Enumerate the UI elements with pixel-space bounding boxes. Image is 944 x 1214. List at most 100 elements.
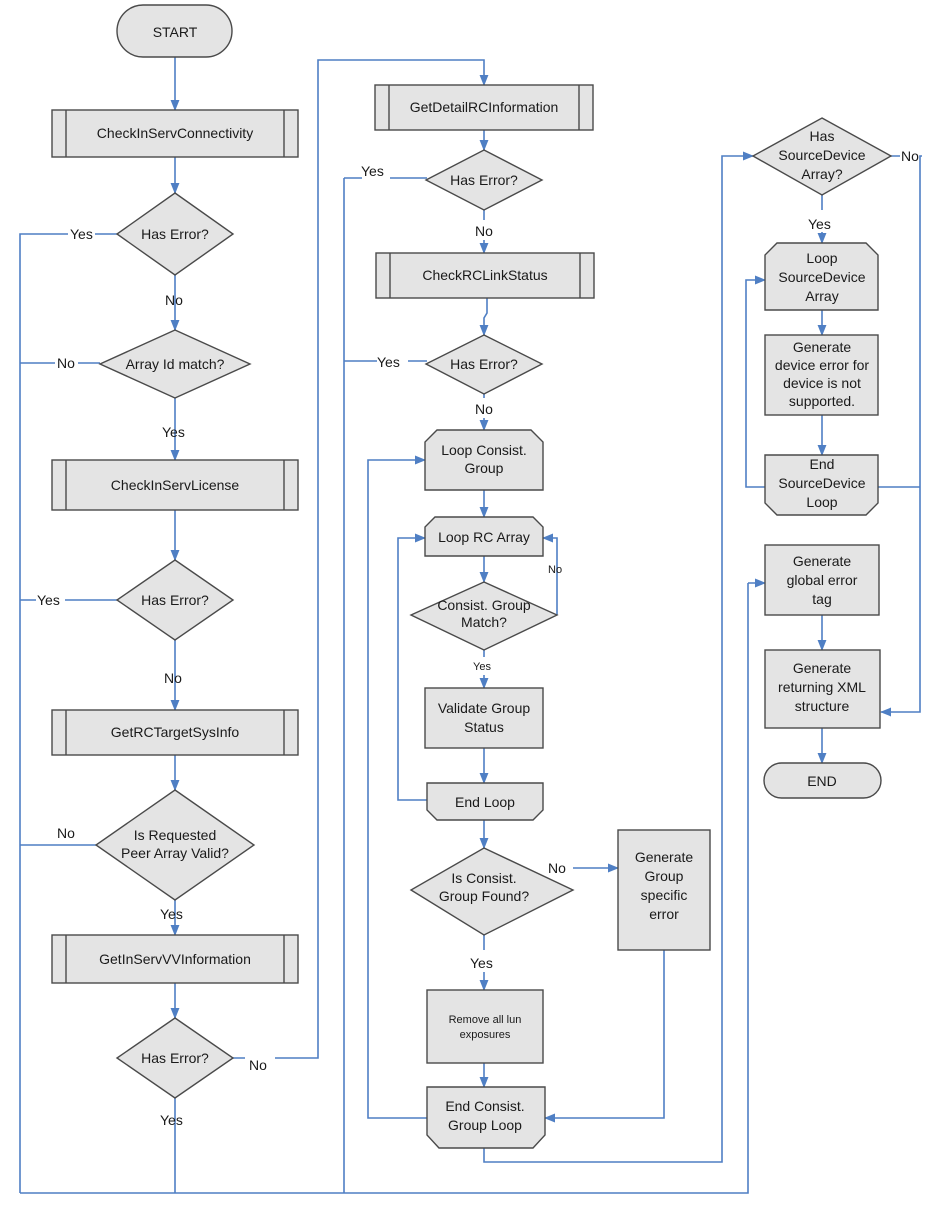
end-consist-group-loop-label-2: Group Loop: [448, 1117, 522, 1133]
loop-source-device-label-2: SourceDevice: [778, 269, 865, 285]
edge-labels: Yes No No Yes Yes No No Yes No Yes Yes N…: [37, 148, 919, 1128]
edge-grouperror-to-endcg: [543, 950, 665, 1123]
generate-returning-xml-process: [764, 649, 881, 729]
generate-group-error-label-1: Generate: [635, 849, 694, 865]
generate-device-error-process: [764, 334, 879, 416]
generate-global-error-tag-process: [764, 544, 880, 616]
is-consist-group-found-decision: [409, 847, 575, 936]
has-error-5-decision: [424, 334, 544, 395]
generate-device-error-label-1: Generate: [793, 339, 852, 355]
check-inserv-connectivity-process: CheckInServConnectivity: [51, 109, 299, 158]
edge-label-no: No: [475, 223, 493, 239]
loop-source-device-label-1: Loop: [806, 250, 837, 266]
check-inserv-license-label: CheckInServLicense: [111, 477, 240, 493]
edge-haserror1-yes: [19, 233, 118, 1193]
remove-lun-label-1: Remove all lun: [449, 1014, 522, 1026]
edge-haserror3-no: [233, 59, 484, 1059]
has-error-4-decision: [424, 149, 544, 211]
edge-label-yes: Yes: [361, 163, 384, 179]
start-label: START: [153, 24, 198, 40]
array-id-match-label: Array Id match?: [126, 356, 225, 372]
has-source-device-label-3: Array?: [801, 166, 842, 182]
remove-all-lun-exposures-process: [426, 989, 544, 1064]
edge-label-no: No: [548, 860, 566, 876]
edge-label-no: No: [901, 148, 919, 164]
end-consist-group-loop-label-1: End Consist.: [445, 1098, 524, 1114]
validate-group-status-process: [424, 687, 544, 749]
loop-rc-array-shape: [424, 516, 544, 557]
has-error-2-decision: [115, 559, 235, 641]
edge-label-no: No: [165, 292, 183, 308]
end-terminal: [763, 762, 882, 799]
get-inserv-vv-information-process: GetInServVVInformation: [51, 934, 299, 984]
edge-endcg-to-col3: [483, 151, 755, 1163]
edge-endsource-back: [745, 275, 767, 488]
check-rc-link-status-label: CheckRCLinkStatus: [422, 267, 547, 283]
has-error-1-decision: [115, 192, 235, 276]
end-label: END: [807, 773, 837, 789]
has-source-device-array-decision: [751, 117, 893, 196]
end-source-device-loop-shape: [764, 454, 879, 516]
end-source-device-label-2: SourceDevice: [778, 475, 865, 491]
get-detail-rc-information-label: GetDetailRCInformation: [410, 99, 559, 115]
check-rc-link-status-process: CheckRCLinkStatus: [375, 252, 595, 299]
generate-group-error-label-3: specific: [641, 887, 688, 903]
get-rc-target-sys-info-process: GetRCTargetSysInfo: [51, 709, 299, 756]
get-rc-target-sys-info-label: GetRCTargetSysInfo: [111, 724, 240, 740]
edge-label-yes: Yes: [473, 661, 491, 673]
edge-label-yes: Yes: [470, 955, 493, 971]
edge-label-yes: Yes: [37, 592, 60, 608]
nodes: START CheckInServConnectivity Has Error?…: [51, 4, 893, 1149]
has-source-device-label-2: SourceDevice: [778, 147, 865, 163]
edge-label-no: No: [249, 1057, 267, 1073]
has-error-4-label: Has Error?: [450, 172, 518, 188]
edge-label-no: No: [57, 825, 75, 841]
edge-endcg-back: [367, 455, 427, 1119]
loop-consist-group-label-1: Loop Consist.: [441, 442, 527, 458]
loop-consist-group-shape: [424, 429, 544, 491]
generate-global-error-label-3: tag: [812, 591, 831, 607]
end-source-device-label-3: Loop: [806, 494, 837, 510]
has-error-2-label: Has Error?: [141, 592, 209, 608]
consist-group-match-label-2: Match?: [461, 614, 507, 630]
edge-label-yes: Yes: [160, 906, 183, 922]
start-terminal: [116, 4, 233, 58]
edge-label-yes: Yes: [70, 226, 93, 242]
check-inserv-license-process: CheckInServLicense: [51, 459, 299, 511]
edge-label-yes: Yes: [162, 424, 185, 440]
end-consist-group-loop-shape: [426, 1086, 546, 1149]
generate-device-error-label-4: supported.: [789, 393, 855, 409]
array-id-match-decision: [98, 329, 252, 399]
edge-checkrc-to-haserror5: [479, 298, 489, 337]
has-error-1-label: Has Error?: [141, 226, 209, 242]
check-inserv-connectivity-label: CheckInServConnectivity: [97, 125, 253, 141]
generate-device-error-label-3: device is not: [783, 375, 861, 391]
edge-label-no: No: [57, 355, 75, 371]
loop-consist-group-label-2: Group: [465, 460, 504, 476]
has-error-5-label: Has Error?: [450, 356, 518, 372]
generate-group-specific-error-process: [617, 829, 711, 951]
end-loop-shape: [426, 782, 544, 821]
generate-global-error-label-2: global error: [787, 572, 858, 588]
has-source-device-label-1: Has: [810, 128, 835, 144]
validate-group-status-label-1: Validate Group: [438, 700, 531, 716]
get-inserv-vv-information-label: GetInServVVInformation: [99, 951, 251, 967]
edge-cgmatch-no: [541, 533, 558, 615]
edge-label-yes: Yes: [160, 1112, 183, 1128]
get-detail-rc-information-process: GetDetailRCInformation: [374, 84, 594, 131]
end-source-device-label-1: End: [810, 456, 835, 472]
generate-global-error-label-1: Generate: [793, 553, 852, 569]
has-error-3-decision: [115, 1017, 235, 1099]
end-loop-label: End Loop: [455, 794, 515, 810]
is-consist-group-found-label-2: Group Found?: [439, 888, 529, 904]
generate-returning-xml-label-2: returning XML: [778, 679, 866, 695]
is-requested-peer-label-1: Is Requested: [134, 827, 217, 843]
edge-hassource-no: [881, 155, 922, 712]
consist-group-match-decision: [409, 581, 559, 651]
generate-group-error-label-2: Group: [645, 868, 684, 884]
generate-returning-xml-label-3: structure: [795, 698, 850, 714]
edges: [19, 57, 922, 1194]
is-requested-peer-decision: [94, 789, 256, 901]
